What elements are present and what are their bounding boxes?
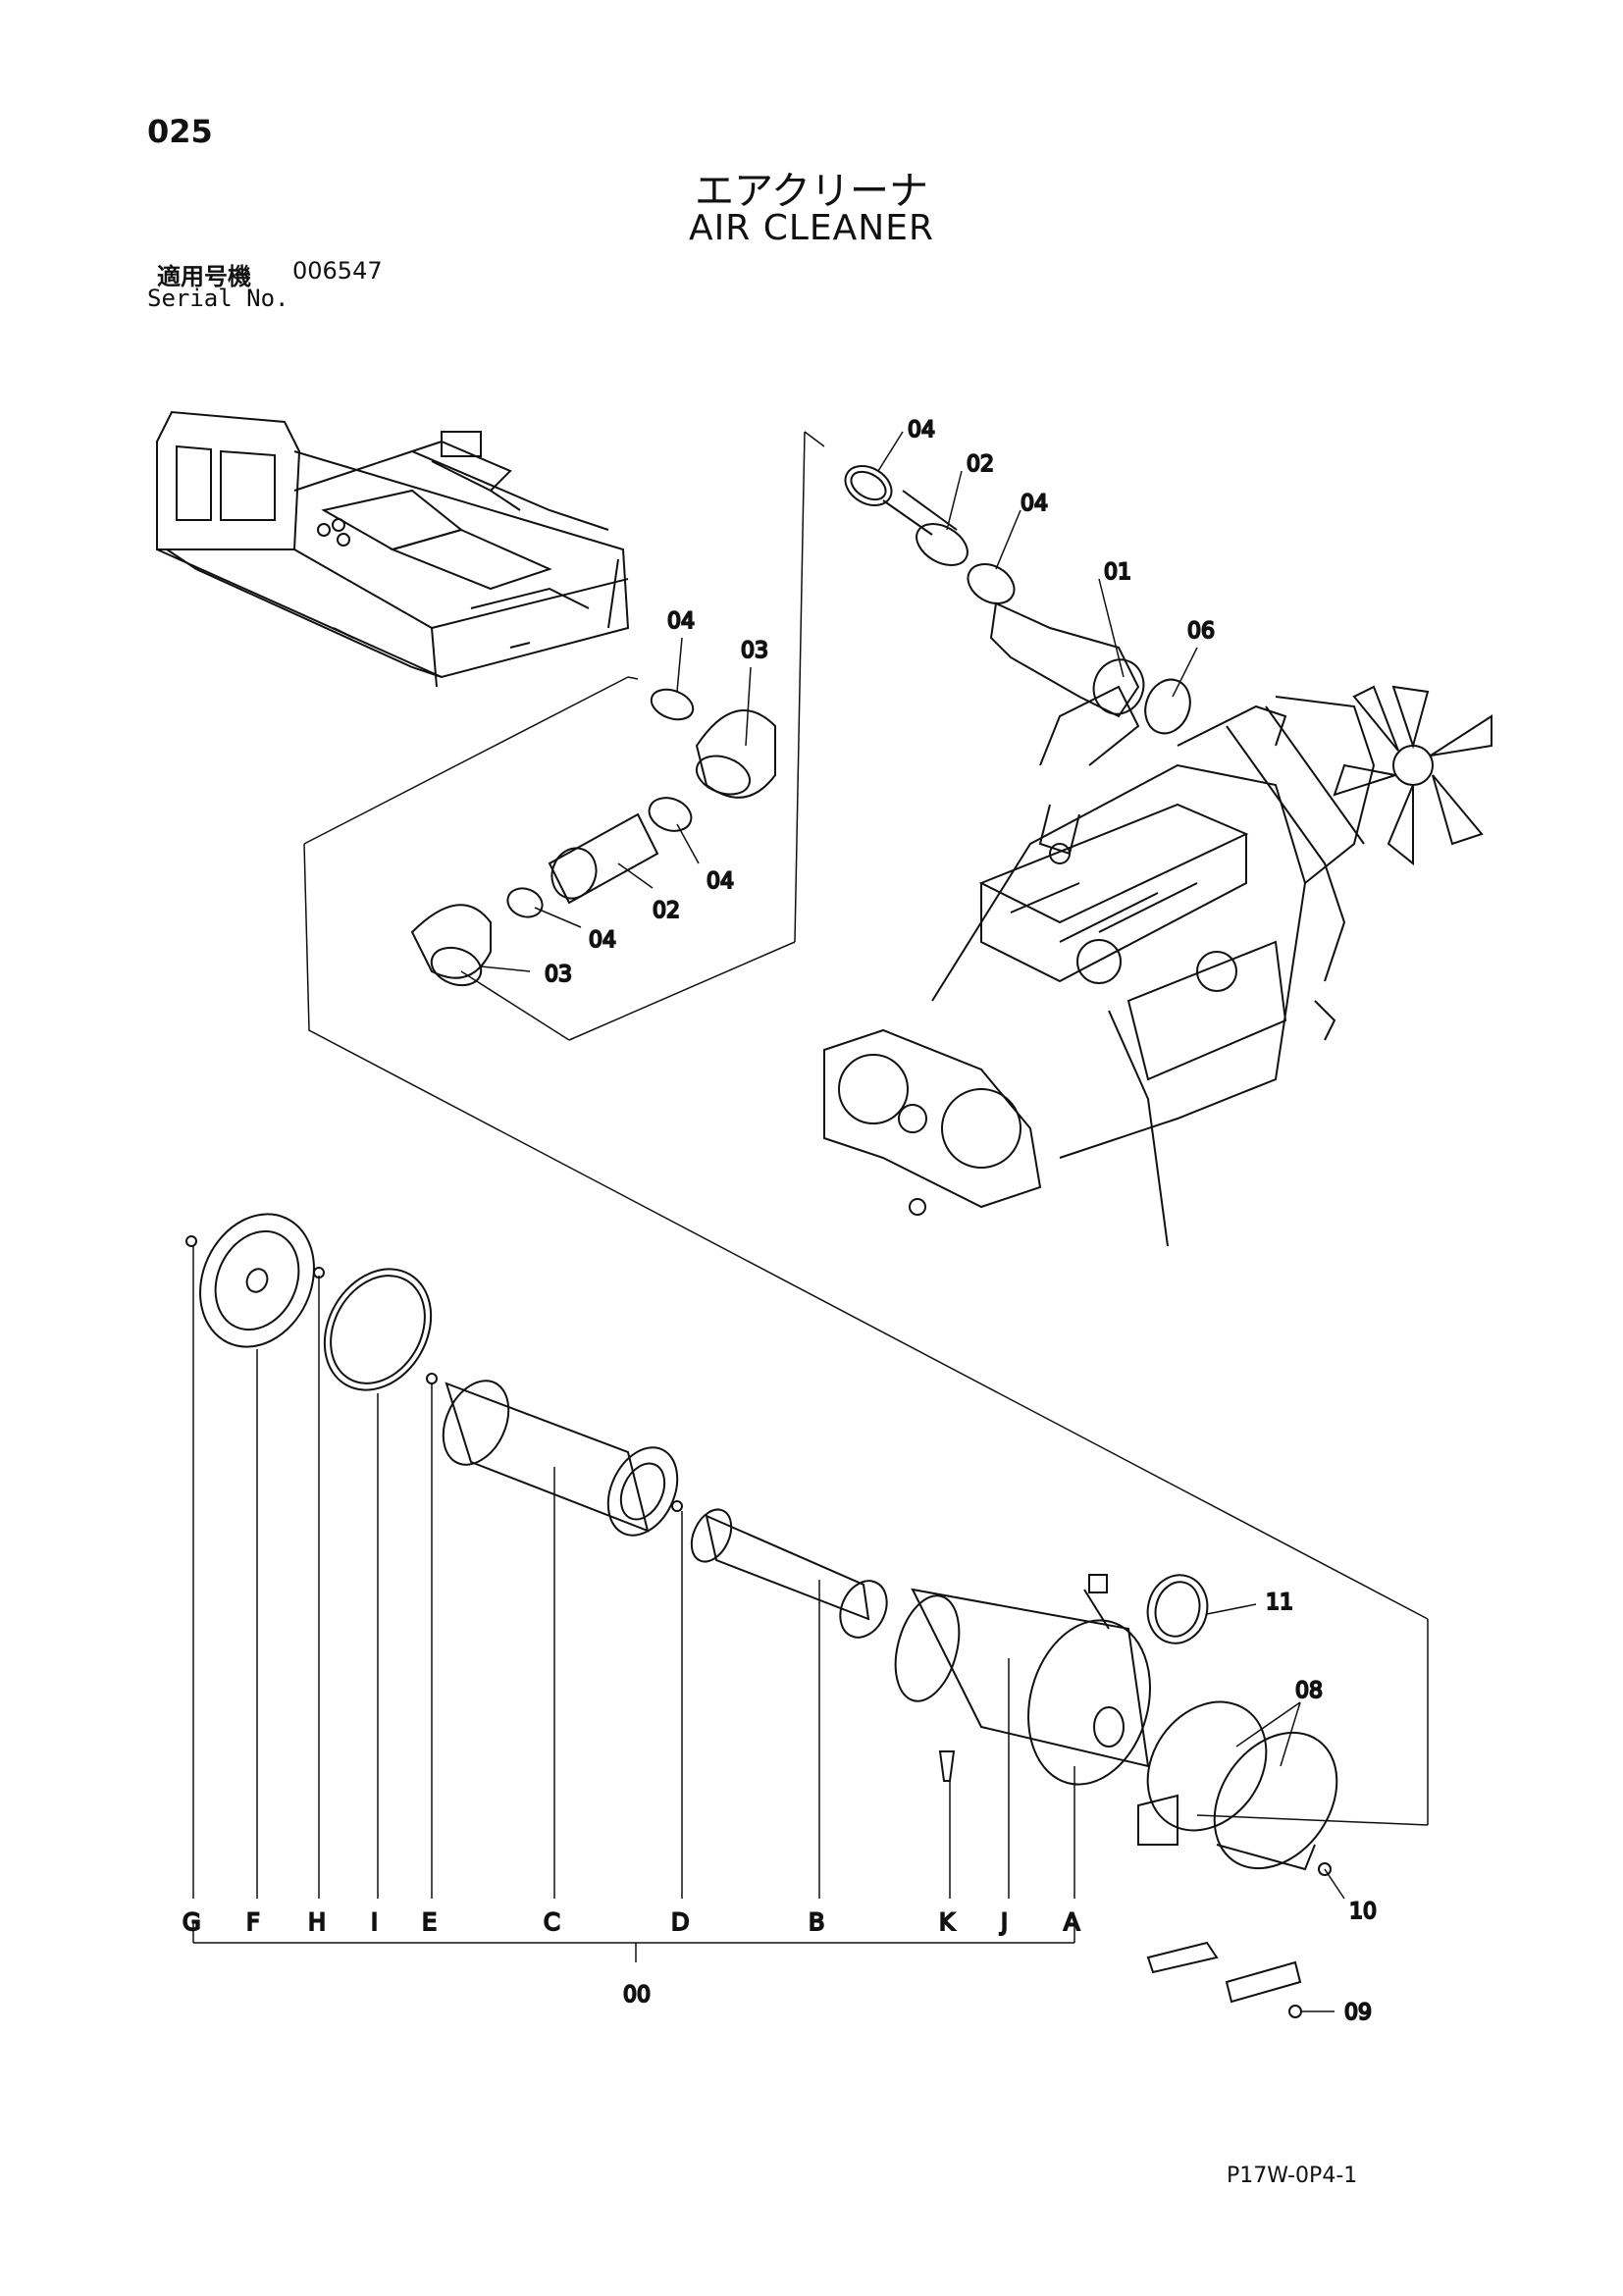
letter-label-a: A bbox=[1064, 1908, 1080, 1936]
letter-label-c: C bbox=[544, 1908, 560, 1936]
callout-03-mid-a: 03 bbox=[741, 639, 768, 663]
air-cleaner-exploded-view bbox=[185, 1213, 1338, 2018]
letter-label-k: K bbox=[939, 1908, 956, 1936]
letter-label-j: J bbox=[999, 1908, 1008, 1936]
callout-09: 09 bbox=[1344, 2001, 1372, 2025]
letter-bracket bbox=[192, 1246, 1075, 1962]
callout-04-top-b: 04 bbox=[1021, 492, 1048, 516]
callout-04-mid-c: 04 bbox=[589, 928, 616, 953]
letter-label-f: F bbox=[246, 1908, 260, 1936]
letter-label-h: H bbox=[308, 1908, 326, 1936]
title-english: AIR CLEANER bbox=[689, 208, 934, 248]
serial-number-value: 006547 bbox=[292, 257, 383, 285]
callout-02-mid: 02 bbox=[653, 899, 680, 923]
callout-04-mid-b: 04 bbox=[707, 869, 734, 894]
letter-label-g: G bbox=[183, 1908, 201, 1936]
letter-label-e: E bbox=[422, 1908, 437, 1936]
callout-08: 08 bbox=[1295, 1679, 1323, 1703]
callout-01: 01 bbox=[1104, 560, 1131, 585]
mid-hose-group bbox=[410, 688, 776, 987]
excavator-illustration bbox=[156, 410, 630, 688]
assembly-frame-lines bbox=[303, 431, 1429, 1826]
callout-04-top-a: 04 bbox=[908, 418, 935, 443]
letter-label-i: I bbox=[371, 1908, 378, 1936]
letter-label-d: D bbox=[671, 1908, 689, 1936]
serial-label-japanese: 適用号機 bbox=[157, 263, 251, 290]
callout-06: 06 bbox=[1187, 619, 1215, 644]
letter-label-b: B bbox=[809, 1908, 824, 1936]
page-number: 025 bbox=[147, 113, 213, 150]
callout-04-mid-a: 04 bbox=[667, 609, 695, 634]
callout-03-mid-b: 03 bbox=[545, 963, 572, 987]
serial-label-english: Serial No. bbox=[147, 285, 289, 312]
title-japanese: エアクリーナ bbox=[695, 169, 928, 214]
engine-illustration bbox=[823, 685, 1365, 1247]
radiator-fan-illustration bbox=[1275, 685, 1492, 884]
callout-00: 00 bbox=[623, 1983, 651, 2008]
callout-10: 10 bbox=[1349, 1900, 1377, 1924]
document-code: P17W-0P4-1 bbox=[1227, 2164, 1358, 2188]
callout-02-top: 02 bbox=[967, 452, 994, 477]
callout-leaders bbox=[480, 431, 1345, 2012]
callout-11: 11 bbox=[1266, 1591, 1293, 1615]
intake-hose-group bbox=[844, 465, 1191, 735]
